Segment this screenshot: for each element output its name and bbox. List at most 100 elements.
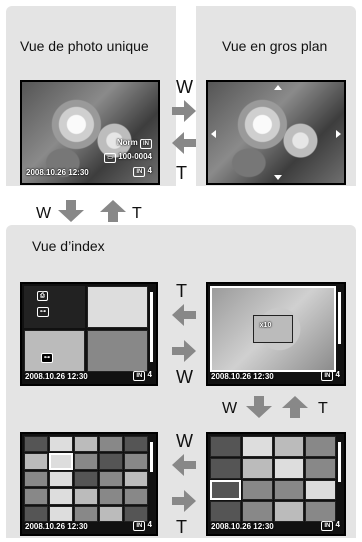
label-wide-row1: W	[176, 367, 193, 387]
thumbnail[interactable]	[74, 505, 98, 522]
scroll-bar[interactable]	[150, 292, 153, 362]
thumbnail[interactable]	[49, 436, 73, 453]
thumbnail[interactable]	[124, 488, 148, 505]
label-tele-row2: T	[318, 400, 328, 417]
scroll-left-icon[interactable]	[211, 130, 216, 138]
protect-key-icon: ⊶	[41, 353, 53, 363]
thumbnail[interactable]	[74, 470, 98, 488]
single-view-screen: Norm IN ▭ 100-0004 2008.10.26 12:30 IN 4	[20, 80, 160, 185]
thumbnail[interactable]	[241, 457, 273, 479]
thumbnail[interactable]	[241, 501, 273, 522]
thumbnail[interactable]	[49, 470, 73, 488]
print-count-badge: x10	[259, 322, 272, 330]
file-number: ▭ 100-0004	[104, 152, 152, 163]
thumbnail[interactable]	[99, 488, 123, 505]
photo-flower	[22, 82, 158, 183]
arrow-up-icon	[100, 200, 126, 222]
datetime-label: 2008.10.26 12:30	[26, 168, 89, 177]
thumbnail[interactable]	[305, 457, 336, 479]
photo-flower-zoomed	[208, 82, 344, 183]
thumbnail[interactable]	[124, 453, 148, 470]
thumbnail-grid-2x2: ⎙ ⊶ ⊶	[24, 286, 148, 372]
thumbnail[interactable]	[241, 436, 273, 457]
scroll-bar[interactable]	[338, 442, 341, 482]
arrow-right-icon	[172, 340, 196, 362]
arrow-right-icon	[172, 490, 196, 512]
thumbnail[interactable]	[210, 436, 241, 457]
index-screen-4: ⎙ ⊶ ⊶ 2008.10.26 12:30 IN 4	[20, 282, 158, 386]
panel-title-index: Vue d’index	[32, 238, 105, 254]
thumbnail[interactable]	[305, 479, 336, 501]
arrow-right-icon	[172, 100, 196, 122]
thumbnail[interactable]	[99, 505, 123, 522]
label-tele-row3: T	[176, 517, 187, 537]
frame-count: IN 4	[133, 166, 152, 177]
index-screen-9: x10 2008.10.26 12:30 IN 4	[206, 282, 346, 386]
thumbnail[interactable]	[273, 479, 305, 501]
datetime-label: 2008.10.26 12:30	[211, 372, 274, 381]
label-wide-mid: W	[36, 205, 52, 222]
thumbnail[interactable]	[99, 436, 123, 453]
datetime-label: 2008.10.26 12:30	[211, 522, 274, 531]
thumbnail-selected[interactable]	[210, 479, 241, 501]
thumbnail[interactable]	[273, 436, 305, 457]
thumbnail-grid-5x5	[24, 436, 148, 522]
thumbnail[interactable]	[273, 457, 305, 479]
scroll-down-icon[interactable]	[274, 175, 282, 180]
thumbnail[interactable]	[74, 488, 98, 505]
frame-count: IN 4	[321, 520, 340, 531]
thumbnail[interactable]	[241, 479, 273, 501]
arrow-left-icon	[172, 132, 196, 154]
thumbnail-selected[interactable]	[49, 453, 73, 470]
folder-icon: ▭	[104, 153, 116, 163]
scroll-up-icon[interactable]	[274, 85, 282, 90]
thumbnail[interactable]	[124, 436, 148, 453]
thumbnail[interactable]	[305, 436, 336, 457]
thumbnail-movie[interactable]	[210, 501, 241, 522]
scroll-bar[interactable]	[338, 292, 341, 344]
thumbnail[interactable]: x10	[252, 315, 294, 343]
thumbnail[interactable]	[74, 453, 98, 470]
internal-memory-icon: IN	[321, 371, 334, 381]
thumbnail[interactable]	[210, 457, 241, 479]
thumbnail[interactable]	[49, 505, 73, 522]
thumbnail-movie[interactable]: ⊶	[24, 330, 85, 372]
thumbnail[interactable]	[99, 470, 123, 488]
thumbnail[interactable]	[305, 501, 336, 522]
arrow-left-icon	[172, 304, 196, 326]
index-screen-25: 2008.10.26 12:30 IN 4	[20, 432, 158, 536]
memory-card-icon: IN	[140, 139, 152, 149]
label-wide-top: W	[176, 77, 193, 97]
internal-memory-icon: IN	[133, 371, 146, 381]
thumbnail[interactable]	[24, 453, 48, 470]
thumbnail[interactable]: ⎙ ⊶	[24, 286, 85, 328]
arrow-left-icon	[172, 454, 196, 476]
thumbnail-movie[interactable]	[24, 505, 48, 522]
panel-title-single: Vue de photo unique	[20, 38, 149, 54]
thumbnail[interactable]	[49, 488, 73, 505]
thumbnail[interactable]	[99, 453, 123, 470]
thumbnail-grid-3x3: x10	[210, 286, 336, 372]
scroll-bar[interactable]	[150, 442, 153, 472]
scroll-right-icon[interactable]	[336, 130, 341, 138]
thumbnail[interactable]	[74, 436, 98, 453]
internal-memory-icon: IN	[321, 521, 334, 531]
thumbnail[interactable]	[24, 488, 48, 505]
thumbnail[interactable]	[24, 470, 48, 488]
thumbnail[interactable]	[24, 436, 48, 453]
print-order-icon: ⎙	[37, 291, 48, 301]
internal-memory-icon: IN	[133, 521, 146, 531]
arrow-down-icon	[58, 200, 84, 222]
label-tele-row1: T	[176, 281, 187, 301]
label-wide-row2: W	[222, 400, 238, 417]
arrow-down-icon	[246, 396, 272, 418]
thumbnail[interactable]	[87, 286, 148, 328]
protect-key-icon: ⊶	[37, 307, 49, 317]
label-tele-top: T	[176, 163, 187, 183]
thumbnail[interactable]	[124, 470, 148, 488]
thumbnail[interactable]	[87, 330, 148, 372]
thumbnail[interactable]	[273, 501, 305, 522]
frame-count: IN 4	[133, 520, 152, 531]
label-tele-mid: T	[132, 205, 142, 222]
frame-count: IN 4	[133, 370, 152, 381]
